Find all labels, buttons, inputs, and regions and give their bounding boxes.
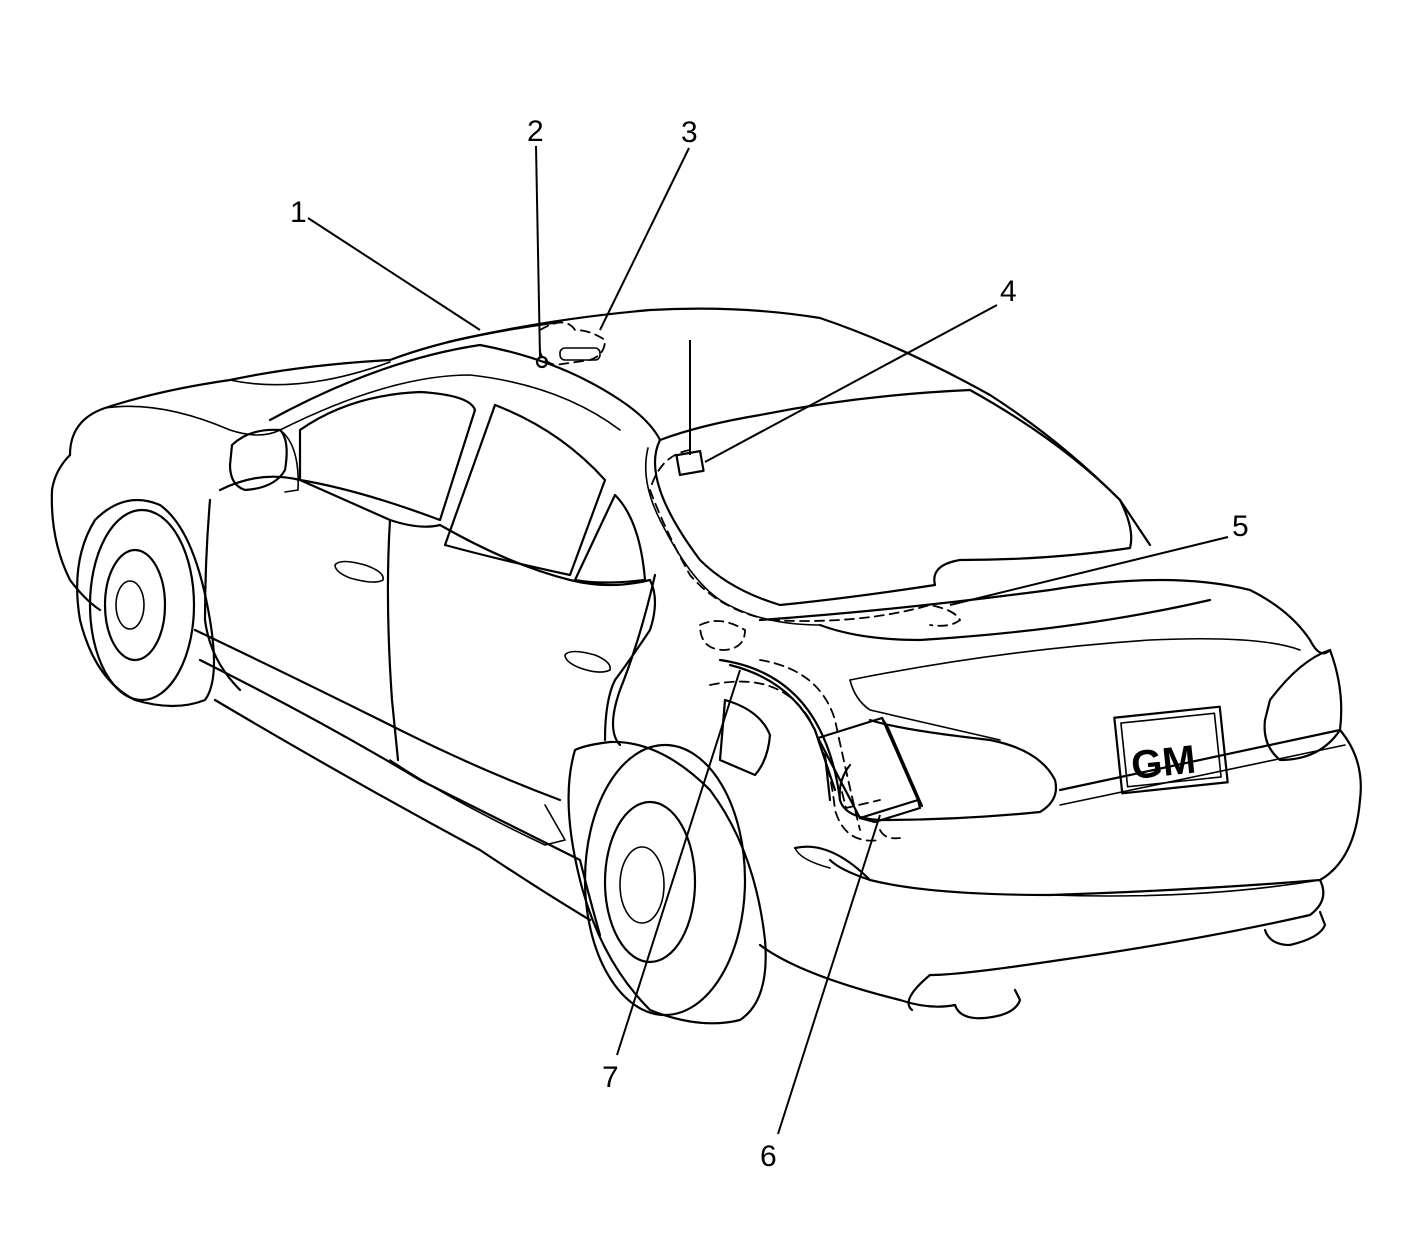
license-plate-frame bbox=[1113, 705, 1229, 795]
leader-7 bbox=[616, 669, 741, 1056]
car-body bbox=[50, 307, 1362, 1020]
license-plate-text: GM bbox=[1129, 738, 1198, 788]
callout-leaders bbox=[307, 145, 1229, 1135]
leader-3 bbox=[599, 147, 690, 331]
callout-7: 7 bbox=[602, 1061, 619, 1094]
antenna-harness-routing bbox=[446, 320, 962, 842]
front-wheel bbox=[76, 498, 216, 708]
leader-2 bbox=[535, 145, 541, 358]
leader-5 bbox=[949, 536, 1229, 606]
leader-1 bbox=[307, 217, 481, 331]
callout-6: 6 bbox=[760, 1140, 777, 1173]
callout-3: 3 bbox=[681, 116, 698, 149]
roof-connector-box bbox=[675, 449, 705, 477]
callout-5: 5 bbox=[1232, 510, 1249, 543]
callout-4: 4 bbox=[1000, 275, 1017, 308]
callout-labels: 1 2 3 4 5 6 7 bbox=[290, 115, 1249, 1173]
leader-6 bbox=[777, 814, 881, 1135]
callout-2: 2 bbox=[527, 115, 544, 148]
rear-wheel bbox=[567, 740, 767, 1025]
callout-1: 1 bbox=[290, 196, 307, 229]
leader-4 bbox=[704, 304, 998, 463]
